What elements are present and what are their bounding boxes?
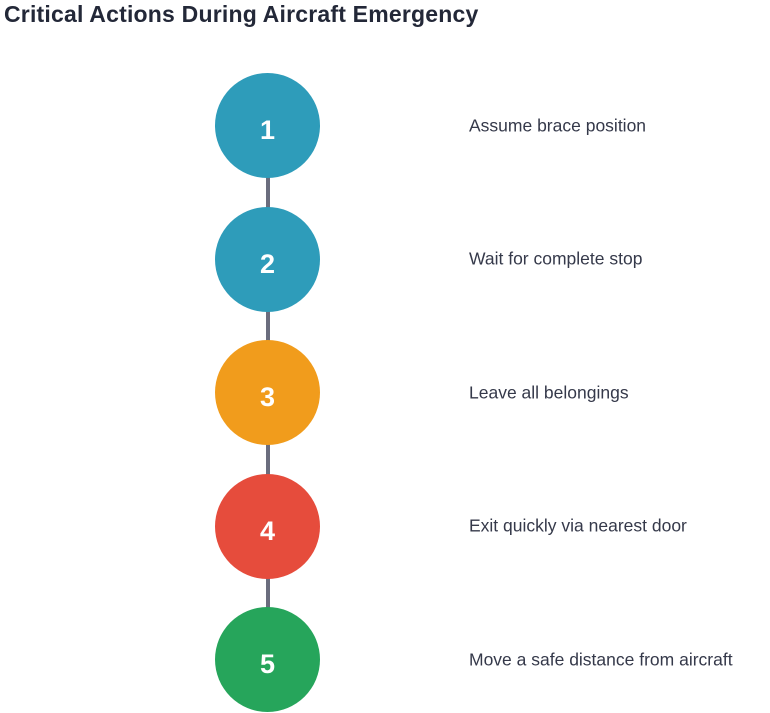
step-number: 4: [259, 515, 276, 546]
step-label: Exit quickly via nearest door: [469, 515, 687, 536]
step-number: 5: [259, 649, 276, 679]
step-label: Leave all belongings: [469, 382, 629, 402]
step-row: 4 Exit quickly via nearest door: [0, 473, 770, 579]
step-number: 3: [259, 382, 276, 412]
step-row: 3 Leave all belongings: [0, 340, 770, 445]
step-label: Move a safe distance from aircraft: [469, 649, 733, 669]
step-number-circle: 3: [215, 340, 320, 445]
step-row: 5 Move a safe distance from aircraft: [0, 607, 770, 712]
diagram-title: Critical Actions During Aircraft Emergen…: [4, 1, 479, 27]
step-number-circle: 5: [215, 607, 320, 712]
step-row: 2 Wait for complete stop: [0, 206, 770, 312]
step-label: Assume brace position: [469, 115, 647, 135]
step-number: 2: [259, 248, 276, 279]
step-number: 1: [259, 115, 276, 145]
step-number-circle: 2: [215, 206, 320, 312]
step-number-circle: 4: [215, 473, 320, 579]
step-row: 1 Assume brace position: [0, 73, 770, 178]
step-number-circle: 1: [215, 73, 320, 178]
step-label: Wait for complete stop: [469, 248, 643, 269]
